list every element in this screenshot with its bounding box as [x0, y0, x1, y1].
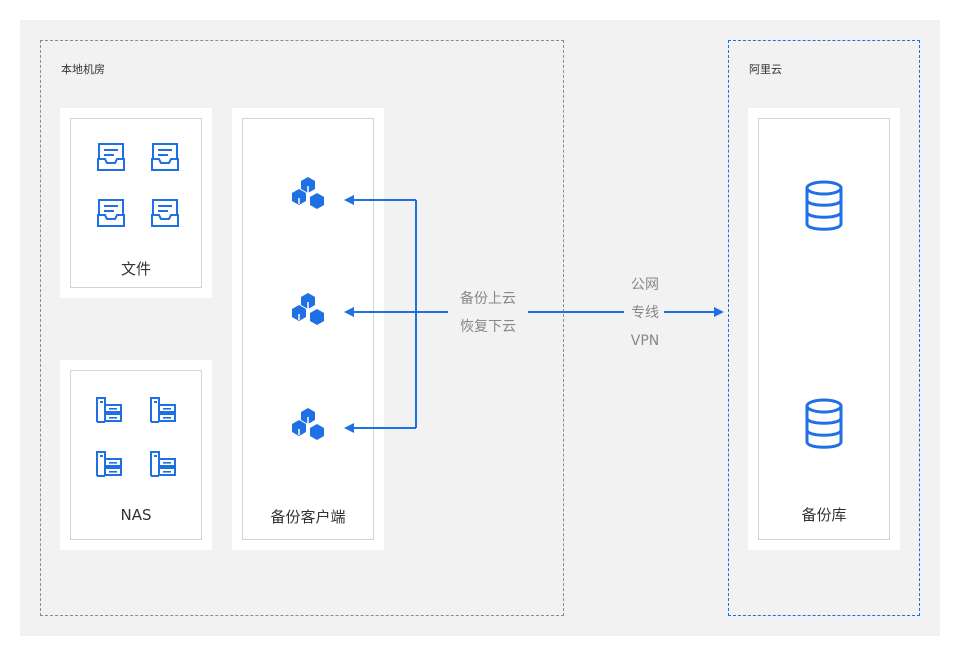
file-tray-icon [151, 143, 179, 171]
flow-label-restore: 恢复下云 [460, 319, 516, 335]
cubes-icon [292, 293, 324, 325]
backup-client-card-border [242, 118, 374, 540]
file-tray-icon [97, 143, 125, 171]
connector-lines [344, 195, 724, 433]
server-icon [150, 397, 176, 423]
backup-repo-card-border [758, 118, 890, 540]
server-icon [150, 451, 176, 477]
database-icon [805, 398, 843, 449]
diagram-canvas: 本地机房 阿里云 文件 [20, 20, 940, 636]
files-card-label: 文件 [120, 260, 151, 278]
flow-label-public: 公网 [631, 277, 659, 293]
cloud-group: 阿里云 [728, 40, 920, 616]
server-icon [96, 451, 122, 477]
backup-repo-card: 备份库 [748, 108, 900, 550]
file-tray-icon [151, 199, 179, 227]
nas-card: NAS [60, 360, 212, 550]
cloud-group-title: 阿里云 [749, 63, 782, 76]
files-card: 文件 [60, 108, 212, 298]
file-tray-icon [97, 199, 125, 227]
flow-label-network: 公网 专线 VPN [605, 271, 685, 355]
cubes-icon [292, 177, 324, 209]
server-icon [96, 397, 122, 423]
flow-label-backup-restore: 备份上云 恢复下云 [448, 285, 528, 341]
nas-card-label: NAS [120, 506, 152, 524]
cubes-icon [292, 408, 324, 440]
backup-repo-label: 备份库 [801, 506, 847, 524]
flow-label-leased-line: 专线 [627, 299, 663, 327]
backup-client-card: 备份客户端 [232, 108, 384, 550]
local-datacenter-group: 本地机房 [40, 40, 564, 616]
database-icon [805, 180, 843, 231]
backup-client-label: 备份客户端 [270, 508, 346, 526]
files-card-border [70, 118, 202, 288]
flow-label-backup: 备份上云 [460, 291, 516, 307]
nas-card-border [70, 370, 202, 540]
flow-label-vpn: VPN [630, 333, 660, 349]
local-group-title: 本地机房 [61, 63, 105, 76]
